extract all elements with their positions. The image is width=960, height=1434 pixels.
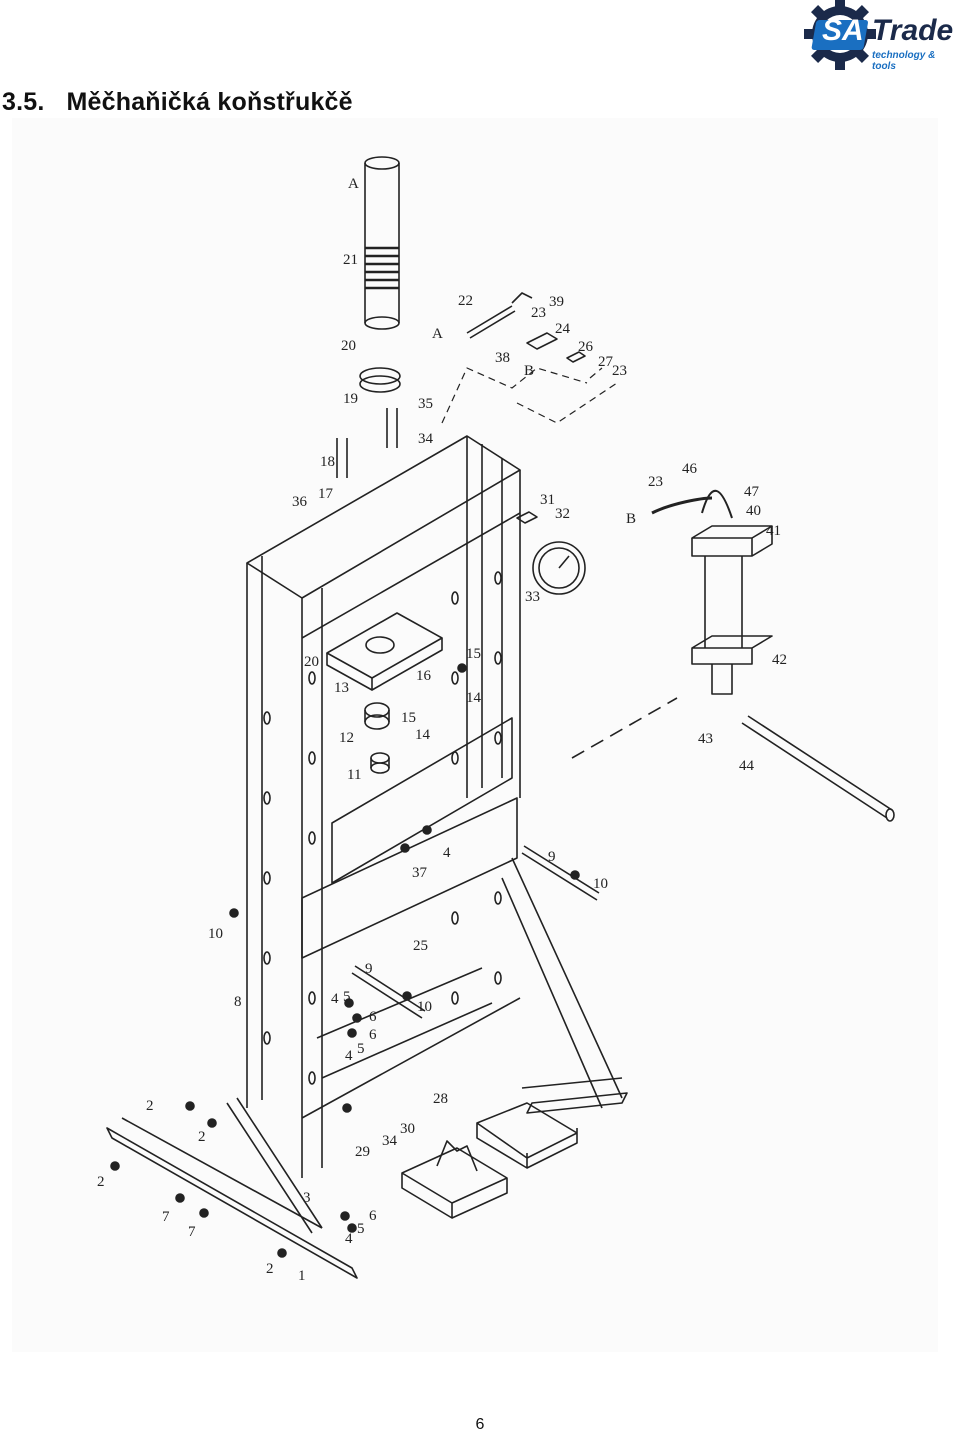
ring-part <box>359 367 401 393</box>
callout-label: 6 <box>369 1208 377 1224</box>
callout-label: 19 <box>343 391 358 407</box>
v-blocks <box>401 1102 578 1219</box>
callout-label: A <box>348 176 359 192</box>
callout-label: 35 <box>418 396 433 412</box>
callout-label: 4 <box>345 1231 353 1247</box>
fittings <box>336 292 586 524</box>
callout-label: 10 <box>593 876 608 892</box>
callout-label: 12 <box>339 730 354 746</box>
callout-label: 32 <box>555 506 570 522</box>
callout-label: 25 <box>413 938 428 954</box>
callout-label: 18 <box>320 454 335 470</box>
frame-holes <box>263 571 502 1085</box>
callout-label: 20 <box>341 338 356 354</box>
callout-label: 6 <box>369 1027 377 1043</box>
callout-label: 21 <box>343 252 358 268</box>
cylinder-ram <box>364 156 400 330</box>
callout-label: 7 <box>188 1224 196 1240</box>
callout-label: 2 <box>266 1261 274 1277</box>
callout-label: 5 <box>357 1221 365 1237</box>
pump-handle <box>571 697 895 822</box>
callout-label: 30 <box>400 1121 415 1137</box>
logo-trade-text: Trade <box>872 14 954 47</box>
callout-label: 13 <box>334 680 349 696</box>
callout-label: 4 <box>331 991 339 1007</box>
callout-label: 23 <box>648 474 663 490</box>
callout-label: 11 <box>347 767 361 783</box>
callout-label: 24 <box>555 321 571 337</box>
callout-label: 15 <box>401 710 416 726</box>
callout-label: 38 <box>495 350 510 366</box>
callout-label: 2 <box>198 1129 206 1145</box>
press-exploded-drawing: A 21 20 19 22 A 23 39 24 38 B 26 27 23 3… <box>97 156 895 1284</box>
callout-label: 42 <box>772 652 787 668</box>
callout-label: 43 <box>698 731 713 747</box>
callout-label: 31 <box>540 492 555 508</box>
callout-label: 41 <box>766 523 781 539</box>
callout-label: 2 <box>97 1174 105 1190</box>
section-number: 3.5. <box>2 88 45 116</box>
callout-label: 22 <box>458 293 473 309</box>
callout-label: 17 <box>318 486 334 502</box>
press-frame <box>246 435 623 1178</box>
callout-label: 23 <box>531 305 546 321</box>
callout-label: 26 <box>578 339 594 355</box>
section-heading: 3.5. Měčhaňičká koňstřukčě <box>2 88 353 117</box>
callout-labels: A 21 20 19 22 A 23 39 24 38 B 26 27 23 3… <box>97 176 787 1284</box>
callout-label: 14 <box>466 690 482 706</box>
callout-label: 5 <box>343 989 351 1005</box>
callout-label: 3 <box>303 1190 311 1206</box>
callout-label: 15 <box>466 646 481 662</box>
callout-label: 47 <box>744 484 760 500</box>
support-pin <box>351 845 600 1019</box>
callout-label: A <box>432 326 443 342</box>
callout-label: 16 <box>416 668 432 684</box>
callout-label: 34 <box>418 431 434 447</box>
callout-label: 4 <box>345 1048 353 1064</box>
callout-label: 8 <box>234 994 242 1010</box>
exploded-diagram: A 21 20 19 22 A 23 39 24 38 B 26 27 23 3… <box>12 118 938 1352</box>
page-number: 6 <box>475 1416 485 1433</box>
callout-label: 46 <box>682 461 698 477</box>
callout-label: 39 <box>549 294 564 310</box>
callout-label: 10 <box>417 999 432 1015</box>
callout-label: 1 <box>298 1268 306 1284</box>
logo-tagline: technology & tools <box>872 50 936 72</box>
callout-label: 40 <box>746 503 761 519</box>
callout-label: 9 <box>365 961 373 977</box>
callout-label: 5 <box>357 1041 365 1057</box>
callout-label: 33 <box>525 589 540 605</box>
callout-label: 37 <box>412 865 428 881</box>
callout-label: 10 <box>208 926 223 942</box>
callout-label: 28 <box>433 1091 448 1107</box>
pressure-gauge <box>532 541 586 595</box>
callout-label: 34 <box>382 1133 398 1149</box>
callout-label: 14 <box>415 727 431 743</box>
callout-label: 27 <box>598 354 614 370</box>
callout-label: B <box>524 363 534 379</box>
logo-sa-text: SA <box>822 14 864 47</box>
callout-label: 6 <box>369 1009 377 1025</box>
callout-label: 23 <box>612 363 627 379</box>
callout-label: 2 <box>146 1098 154 1114</box>
callout-label: 4 <box>443 845 451 861</box>
callout-label: 9 <box>548 849 556 865</box>
satrade-logo: SA Trade technology & tools <box>800 0 960 72</box>
ram-nut <box>364 702 390 774</box>
section-title: Měčhaňičká koňstřukčě <box>66 88 353 116</box>
hand-pump <box>651 490 773 695</box>
gear-logo-icon <box>804 0 876 70</box>
callout-label: 20 <box>304 654 319 670</box>
callout-label: 7 <box>162 1209 170 1225</box>
base-foot <box>106 1092 628 1279</box>
hydraulic-lines <box>441 367 618 424</box>
callout-label: B <box>626 511 636 527</box>
ram-block <box>326 612 443 691</box>
callout-label: 36 <box>292 494 308 510</box>
bolts <box>110 663 580 1258</box>
callout-label: 44 <box>739 758 755 774</box>
callout-label: 29 <box>355 1144 370 1160</box>
